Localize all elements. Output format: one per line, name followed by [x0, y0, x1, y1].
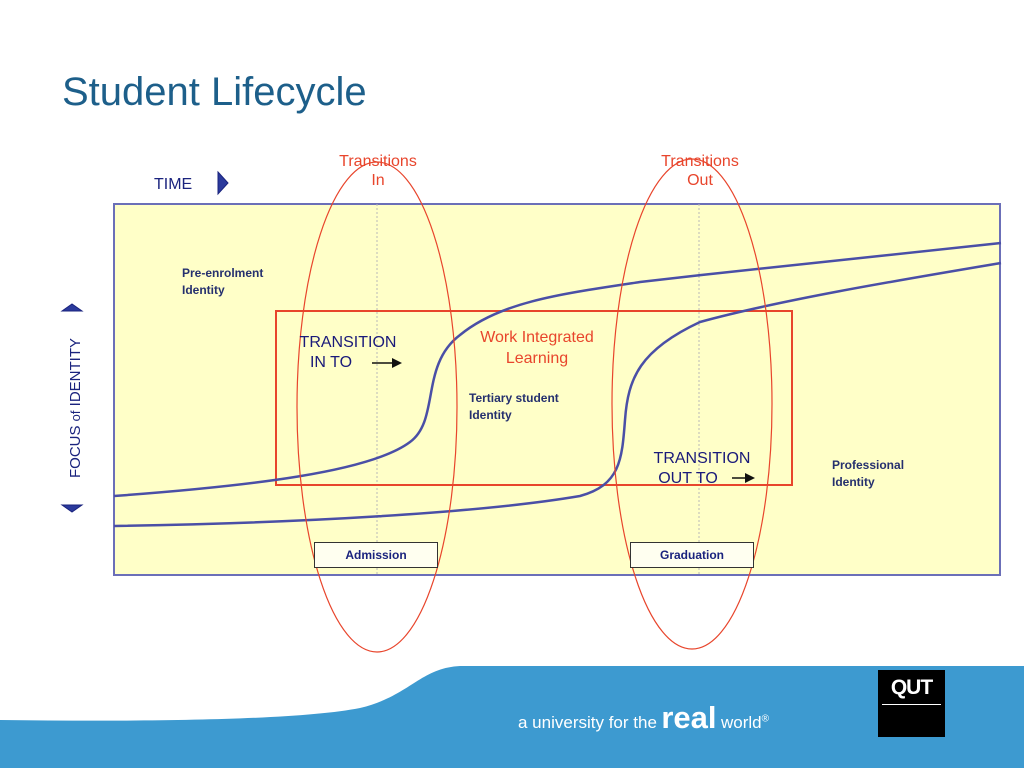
transitions-out-heading: Transitions Out	[630, 152, 770, 190]
transitions-in-ellipse	[296, 161, 458, 653]
qut-logo-rule	[882, 704, 941, 705]
time-arrow-icon	[217, 170, 229, 196]
transition-out-to-line2: OUT TO	[658, 470, 718, 487]
registered-mark: ®	[761, 713, 769, 725]
transition-in-to-label: TRANSITION IN TO	[282, 333, 414, 373]
tagline-prefix: a university for the	[518, 713, 657, 732]
out-to-arrow-icon	[732, 473, 755, 483]
admission-marker: Admission	[314, 542, 438, 568]
transition-out-to-line1: TRANSITION	[653, 450, 751, 467]
professional-identity-label: Professional Identity	[832, 457, 904, 491]
graduation-marker: Graduation	[630, 542, 754, 568]
tertiary-line1: Tertiary student	[469, 391, 559, 405]
in-to-arrow-icon	[372, 358, 402, 368]
axis-label-identity: IDENTITY	[67, 337, 84, 407]
axis-label-focus: FOCUS	[67, 425, 84, 479]
professional-line2: Identity	[832, 475, 875, 489]
footer-tagline: a university for the real world®	[518, 700, 769, 736]
wil-label: Work Integrated Learning	[455, 327, 619, 369]
wil-line1: Work Integrated	[480, 329, 594, 346]
transition-out-to-label: TRANSITION OUT TO	[636, 449, 768, 489]
transitions-out-line2: Out	[687, 172, 713, 189]
time-label: TIME	[154, 176, 193, 193]
transition-in-to-line1: TRANSITION	[299, 334, 397, 351]
transitions-out-ellipse	[611, 158, 773, 650]
slide-title: Student Lifecycle	[62, 70, 367, 114]
wil-line2: Learning	[505, 350, 569, 367]
diagram-panel	[113, 203, 1001, 576]
transitions-out-line1: Transitions	[661, 153, 739, 170]
axis-down-arrow-icon	[60, 504, 84, 513]
professional-line1: Professional	[832, 458, 905, 472]
axis-up-arrow-icon	[60, 303, 84, 312]
tagline-world: world	[720, 713, 762, 732]
pre-enrolment-line2: Identity	[182, 283, 225, 297]
wil-rectangle	[275, 310, 793, 486]
pre-enrolment-line1: Pre-enrolment	[182, 266, 264, 280]
tagline-real: real	[661, 700, 717, 735]
pre-enrolment-label: Pre-enrolment Identity	[182, 265, 263, 299]
qut-logo-text: QUT	[890, 676, 933, 699]
transitions-in-line2: In	[371, 172, 385, 189]
curve-lower	[113, 261, 1002, 528]
tertiary-line2: Identity	[469, 408, 512, 422]
tertiary-identity-label: Tertiary student Identity	[469, 390, 559, 424]
qut-logo: QUT	[878, 670, 945, 737]
footer-band	[0, 666, 1024, 768]
curve-upper	[113, 241, 1002, 498]
transition-in-to-line2: IN TO	[309, 354, 353, 371]
axis-label-of: of	[68, 410, 83, 422]
focus-of-identity-label: FOCUS of IDENTITY	[67, 333, 87, 483]
